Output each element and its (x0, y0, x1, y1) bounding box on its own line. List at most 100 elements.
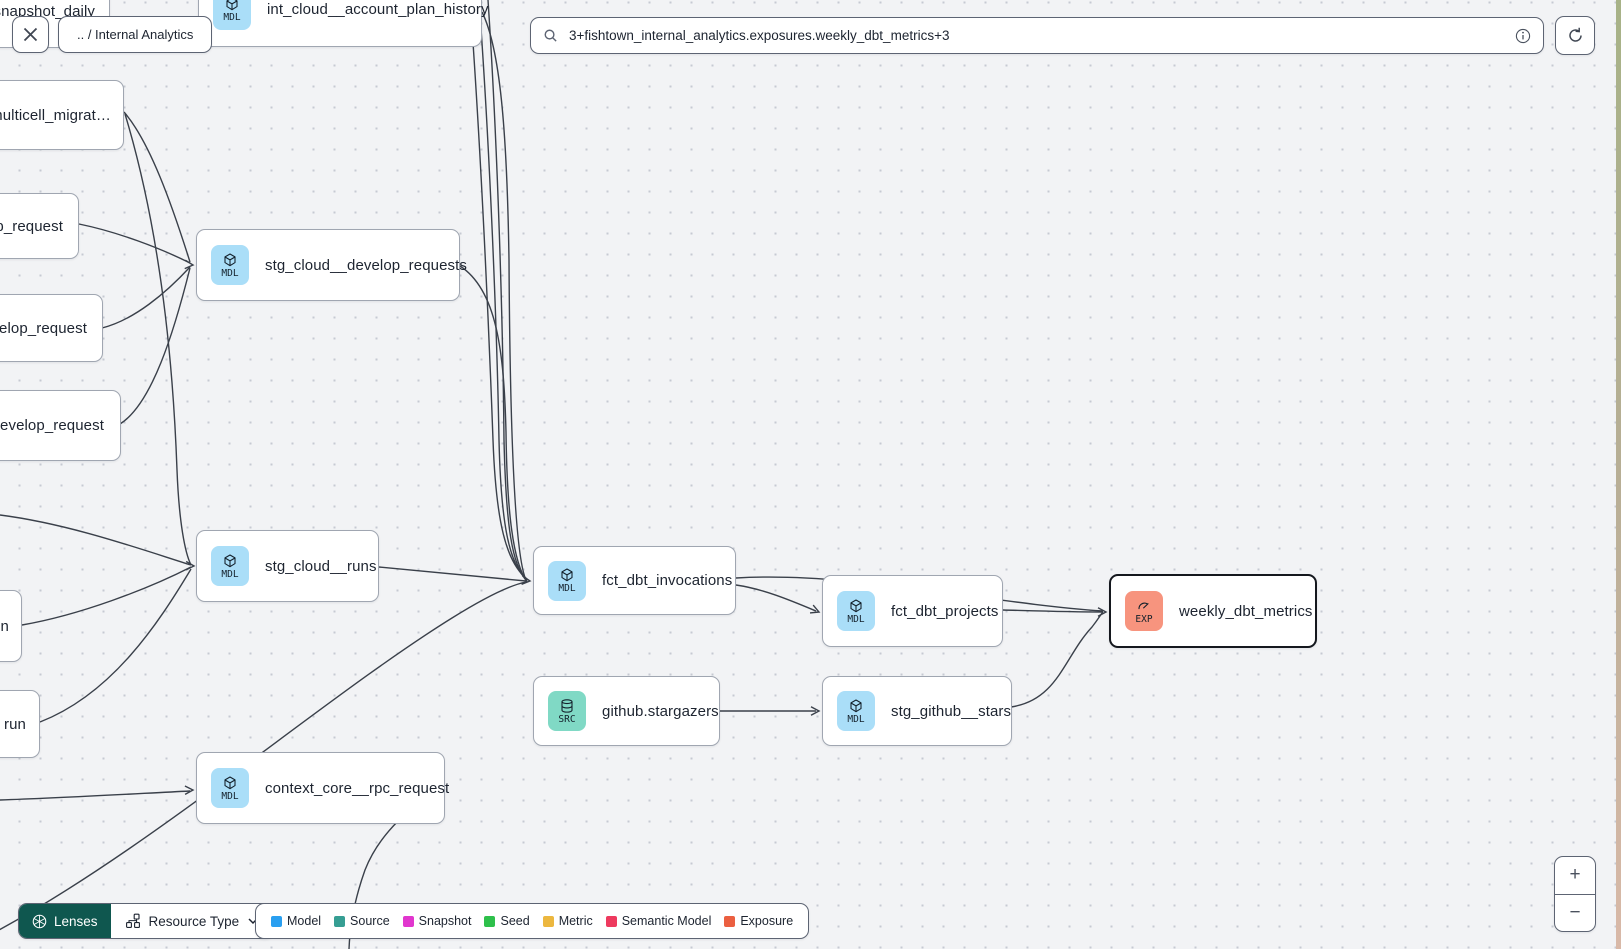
edge-velop_request-to-stg_cloud__develop_requests (101, 266, 191, 329)
breadcrumb-label: .. / Internal Analytics (77, 27, 194, 42)
node-label: velop_request (0, 319, 87, 337)
zoom-in-button[interactable]: + (1555, 857, 1595, 895)
node-label: fct_dbt_projects (891, 602, 999, 620)
node-develop_request[interactable]: develop_request (0, 390, 121, 461)
lenses-label: Lenses (54, 913, 98, 929)
cube-badge-icon: MDL (213, 0, 251, 30)
zoom-controls: + − (1554, 856, 1596, 932)
edge-arrowhead (810, 706, 821, 716)
node-label: weekly_dbt_metrics (1179, 602, 1313, 620)
node-label: stg_cloud__develop_requests (265, 256, 468, 274)
breadcrumb[interactable]: .. / Internal Analytics (58, 16, 213, 53)
refresh-button[interactable] (1555, 16, 1595, 55)
cube-badge-icon: MDL (837, 691, 875, 731)
schema-icon (125, 913, 140, 928)
node-label: stg_github__stars (891, 702, 1012, 720)
legend-label: Source (350, 914, 390, 928)
edge-arrowhead (1097, 607, 1108, 617)
edge-arrowhead (184, 259, 195, 270)
edge-offscreen-top-3-to-fct_dbt_invocations (487, 0, 528, 582)
edge-fct_dbt_projects-to-weekly_dbt_metrics (1002, 609, 1104, 613)
cube-badge-icon: MDL (837, 591, 875, 631)
resource-type-button[interactable]: Resource Type (110, 904, 274, 938)
node-label: develop_request (0, 417, 104, 434)
legend-label: Model (287, 914, 322, 928)
edge-arrowhead (185, 560, 196, 571)
node-stg_cloud__develop_requests[interactable]: MDL stg_cloud__develop_requests (196, 229, 467, 301)
edge-p_request-to-stg_cloud__develop_requests (78, 223, 191, 264)
node-stg_github__stars[interactable]: MDL stg_github__stars (822, 676, 1012, 746)
badge-label: MDL (847, 613, 865, 625)
edge-offscreen-left-1-to-stg_cloud__runs (0, 514, 192, 566)
legend-item-semantic-model: Semantic Model (605, 914, 712, 928)
node-n_partial[interactable]: n (0, 590, 22, 662)
aperture-icon (32, 914, 47, 928)
cube-badge-icon: MDL (211, 546, 249, 586)
node-stg_cloud__runs[interactable]: MDL stg_cloud__runs (196, 530, 379, 602)
lenses-toolbar: Lenses Resource Type (18, 903, 275, 939)
search-input[interactable] (567, 27, 1506, 44)
edge-stg_cloud__runs-to-fct_dbt_invocations (378, 566, 527, 582)
legend-item-snapshot: Snapshot (402, 914, 471, 928)
edge-stg_cloud__develop_requests-to-fct_dbt_invocations (459, 265, 528, 583)
zoom-out-button[interactable]: − (1569, 901, 1581, 923)
edge-run_partial-to-stg_cloud__runs (39, 568, 192, 723)
edge-arrowhead (521, 575, 532, 585)
legend-label: Metric (558, 914, 593, 928)
node-github.stargazers[interactable]: SRC github.stargazers (533, 676, 720, 746)
edge-multicell_migrat-to-stg_cloud__develop_requests (123, 111, 191, 263)
node-p_request[interactable]: p_request (0, 193, 79, 259)
resource-type-label: Resource Type (148, 913, 240, 929)
badge-label: MDL (221, 568, 239, 580)
node-label: n (0, 617, 9, 635)
node-label: github.stargazers (602, 702, 719, 720)
edge-develop_request-to-stg_cloud__develop_requests (119, 267, 191, 425)
edge-offscreen-top-1-to-fct_dbt_invocations (469, 0, 528, 580)
lenses-button[interactable]: Lenses (19, 904, 111, 938)
badge-label: EXP (1135, 613, 1153, 625)
node-weekly_dbt_metrics[interactable]: EXP weekly_dbt_metrics (1109, 574, 1317, 648)
close-button[interactable] (12, 16, 49, 53)
node-int_cloud__account_plan_history[interactable]: MDL int_cloud__account_plan_history (198, 0, 488, 47)
legend-label: Semantic Model (621, 914, 712, 928)
info-icon[interactable] (1515, 28, 1531, 44)
legend-swatch (484, 915, 496, 927)
node-label: stg_cloud__runs (265, 557, 377, 575)
resource-type-legend: Model Source Snapshot Seed Metric Semantic Mo… (255, 903, 810, 939)
desktop-wallpaper-sliver (1616, 0, 1621, 949)
node-multicell_migrat[interactable]: multicell_migrat… (0, 80, 124, 150)
search-icon (544, 29, 557, 42)
node-label: fct_dbt_invocations (602, 572, 733, 589)
node-label: int_cloud__account_plan_history (267, 1, 489, 18)
legend-item-metric: Metric (542, 914, 593, 928)
node-fct_dbt_invocations[interactable]: MDL fct_dbt_invocations (533, 546, 736, 615)
node-velop_request[interactable]: velop_request (0, 294, 103, 362)
legend-swatch (402, 915, 414, 927)
legend-swatch (542, 915, 554, 927)
legend-swatch (605, 915, 617, 927)
badge-label: SRC (558, 713, 576, 725)
legend-swatch (271, 915, 282, 927)
node-label: context_core__rpc_request (265, 779, 450, 797)
gauge-badge-icon: EXP (1125, 591, 1163, 631)
node-fct_dbt_projects[interactable]: MDL fct_dbt_projects (822, 575, 1003, 647)
search-bar[interactable] (530, 17, 1544, 54)
badge-label: MDL (221, 267, 239, 279)
node-label: run (4, 715, 26, 733)
node-run_partial[interactable]: run (0, 690, 40, 758)
cube-badge-icon: MDL (548, 560, 586, 601)
edge-arrowhead (184, 785, 195, 795)
edge-offscreen-left-2-to-context_core__rpc_request (0, 790, 191, 801)
badge-label: MDL (847, 713, 865, 725)
node-label: multicell_migrat… (0, 106, 111, 124)
legend-item-seed: Seed (484, 914, 530, 928)
database-badge-icon: SRC (548, 691, 586, 731)
node-label: p_request (0, 217, 63, 235)
edge-multicell_migrat-to-stg_cloud__runs (124, 113, 192, 566)
edge-offscreen-top-2-to-fct_dbt_invocations (478, 0, 528, 581)
legend-label: Seed (500, 914, 530, 928)
close-icon (23, 27, 38, 42)
legend-item-model: Model (271, 914, 321, 928)
edge-arrowhead (809, 604, 821, 614)
